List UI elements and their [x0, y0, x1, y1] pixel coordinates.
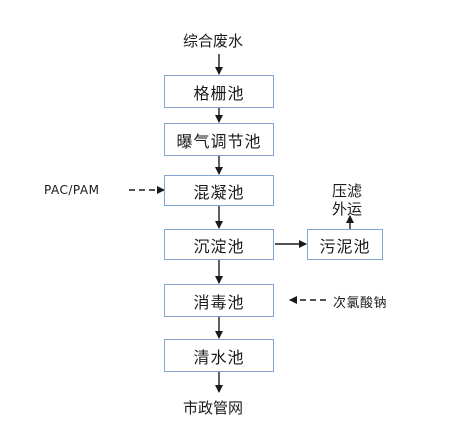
sludge-output-line2: 外运 [332, 200, 363, 218]
disinfection-tank: 消毒池 [164, 284, 274, 317]
disinfection-tank-label: 消毒池 [193, 292, 245, 312]
aeration-tank: 曝气调节池 [164, 123, 274, 156]
grille-tank: 格栅池 [164, 75, 274, 108]
disinfectant-input-label: 次氯酸钠 [333, 296, 388, 311]
coagulation-tank: 混凝池 [164, 175, 274, 206]
coagulation-tank-label: 混凝池 [193, 182, 245, 202]
sludge-output-line1: 压滤 [332, 182, 363, 200]
coagulant-input-label: PAC/PAM [44, 183, 100, 197]
wastewater-input-label: 综合废水 [183, 32, 244, 50]
grille-tank-label: 格栅池 [193, 83, 245, 103]
sludge-tank-label: 污泥池 [319, 236, 371, 256]
sludge-tank: 污泥池 [307, 229, 383, 260]
clear-water-tank: 清水池 [164, 339, 274, 372]
aeration-tank-label: 曝气调节池 [176, 131, 262, 151]
municipal-output-label: 市政管网 [183, 399, 244, 417]
sedimentation-tank: 沉淀池 [164, 229, 274, 260]
clear-water-tank-label: 清水池 [193, 347, 245, 367]
sedimentation-tank-label: 沉淀池 [193, 236, 245, 256]
